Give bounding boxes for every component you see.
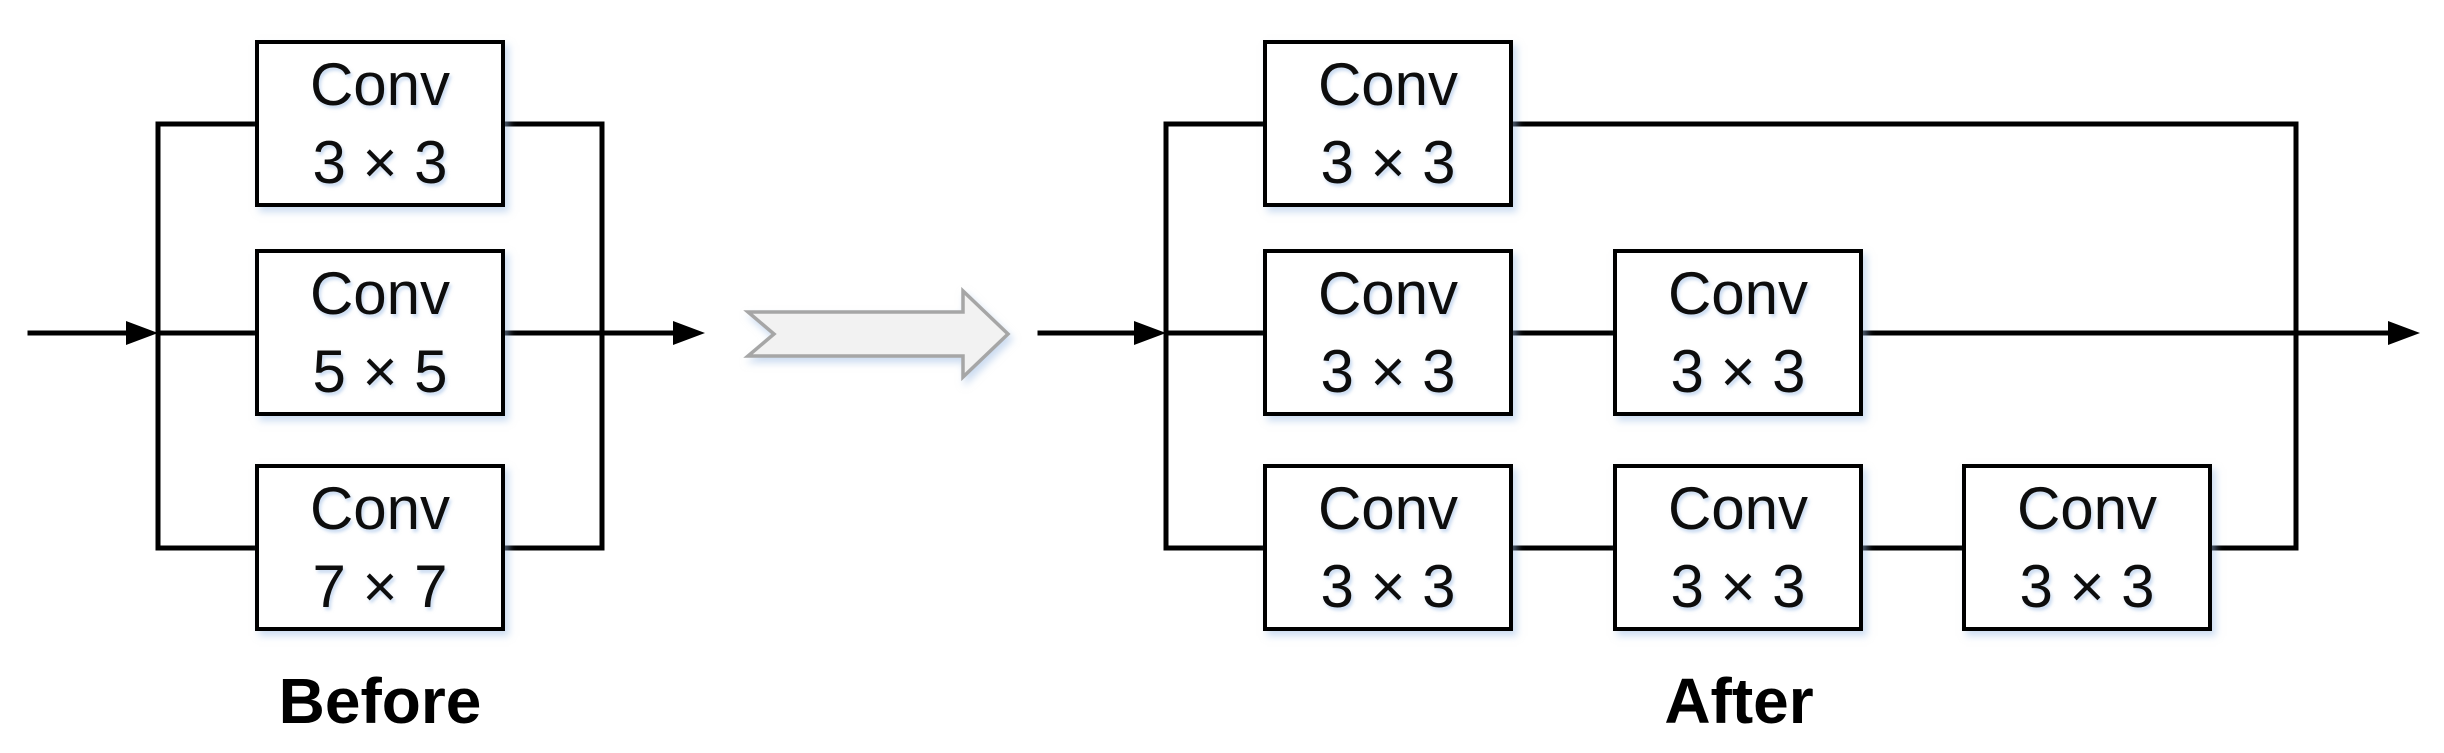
before-input-arrow [27,321,158,345]
conv-box-size: 3 × 3 [1320,128,1456,196]
arrowhead-icon [2388,321,2420,345]
before-output-arrow [499,321,705,345]
conv-box-title: Conv [309,259,451,327]
before-label: Before [278,665,482,737]
conv-box-size: 3 × 3 [1320,337,1456,405]
conv-box-title: Conv [309,50,451,118]
conv-box-size: 5 × 5 [312,337,448,405]
arrowhead-icon [673,321,705,345]
before-conv-5x5-box: Conv 5 × 5 [255,249,505,416]
conv-box-title: Conv [1317,259,1459,327]
after-row1-conv-box-1: Conv 3 × 3 [1263,40,1513,207]
conv-box-title: Conv [309,474,451,542]
after-output-arrow [1857,321,2420,345]
after-row2-conv-box-1: Conv 3 × 3 [1263,249,1513,416]
before-conv-7x7-box: Conv 7 × 7 [255,464,505,631]
conv-box-size: 7 × 7 [312,552,448,620]
after-row3-conv-box-1: Conv 3 × 3 [1263,464,1513,631]
conv-box-size: 3 × 3 [312,128,448,196]
after-row2-conv-box-2: Conv 3 × 3 [1613,249,1863,416]
after-label: After [1664,665,1814,737]
block-arrow-right-icon [743,286,1011,382]
after-row3-conv-box-3: Conv 3 × 3 [1962,464,2212,631]
conv-box-title: Conv [1667,259,1809,327]
conv-box-size: 3 × 3 [1670,552,1806,620]
arrowhead-icon [126,321,158,345]
conv-box-title: Conv [1317,50,1459,118]
after-input-arrow [1037,321,1166,345]
arrowhead-icon [1134,321,1166,345]
conv-box-title: Conv [1667,474,1809,542]
conv-box-size: 3 × 3 [1320,552,1456,620]
after-row3-conv-box-2: Conv 3 × 3 [1613,464,1863,631]
before-conv-3x3-box: Conv 3 × 3 [255,40,505,207]
conv-box-title: Conv [2016,474,2158,542]
conv-box-title: Conv [1317,474,1459,542]
conv-box-size: 3 × 3 [2019,552,2155,620]
conv-box-size: 3 × 3 [1670,337,1806,405]
